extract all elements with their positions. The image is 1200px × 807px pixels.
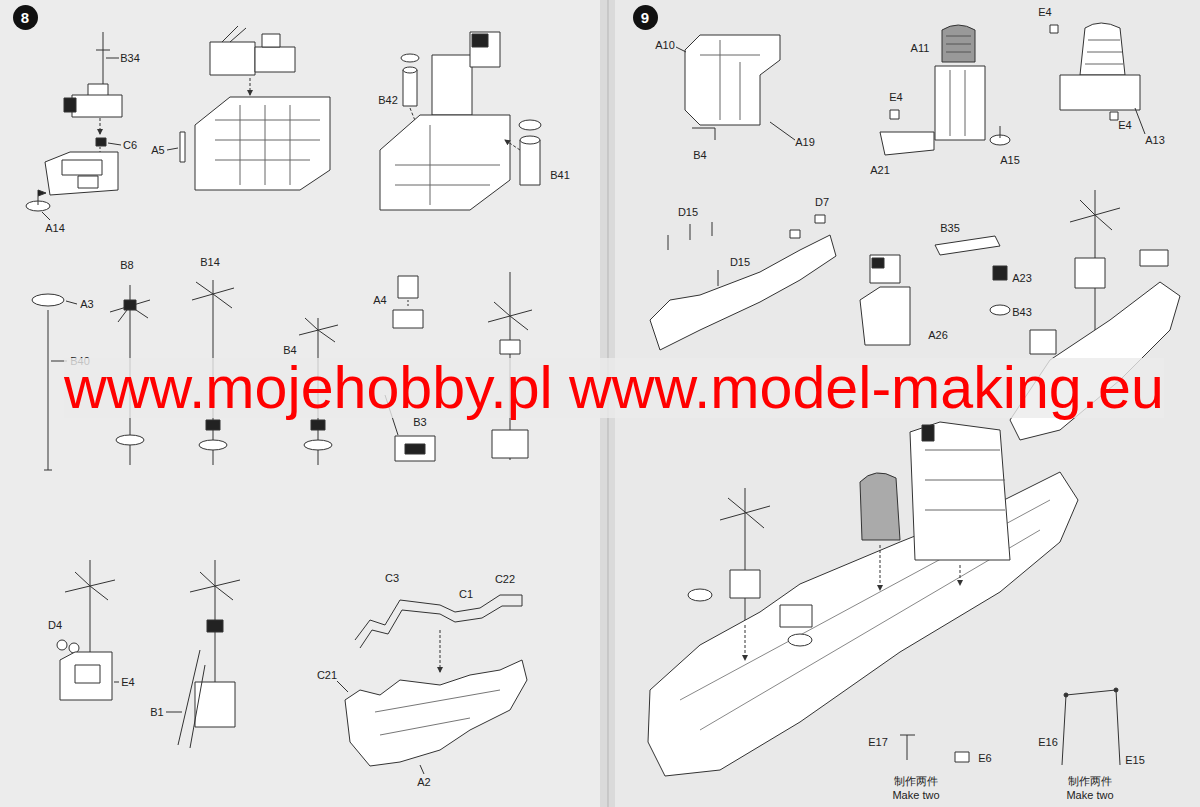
note-text: 制作两件 [1068, 775, 1112, 787]
part-number: E15 [1125, 754, 1145, 766]
part-number: C3 [385, 572, 399, 584]
part-number: B4 [693, 149, 706, 161]
part-number: B34 [120, 52, 140, 64]
step-number: 9 [633, 5, 658, 30]
step-number-text: 9 [641, 10, 649, 25]
note-text: Make two [892, 789, 939, 801]
part-number: C6 [123, 139, 137, 151]
step-number: 8 [13, 5, 38, 30]
part-number: E4 [1038, 6, 1051, 18]
part-number: A15 [1000, 154, 1020, 166]
step-number-text: 8 [21, 10, 29, 25]
part-number: A26 [928, 329, 948, 341]
part-number: E4 [1118, 119, 1131, 131]
part-number: A13 [1145, 134, 1165, 146]
part-number: B42 [378, 94, 398, 106]
part-number: E4 [121, 676, 134, 688]
part-number: A21 [870, 164, 890, 176]
part-number: D15 [678, 206, 698, 218]
part-number: A14 [45, 222, 65, 234]
part-number: B41 [550, 169, 570, 181]
part-number: B8 [120, 259, 133, 271]
part-number: E17 [868, 736, 888, 748]
part-number: E6 [978, 752, 991, 764]
watermark: www.mojehobby.pl www.model-making.eu [64, 358, 1164, 417]
part-number: D4 [48, 619, 62, 631]
note-text: Make two [1066, 789, 1113, 801]
part-number: A11 [911, 42, 930, 54]
part-number: D15 [730, 256, 750, 268]
part-number: A2 [417, 776, 430, 788]
part-number: B43 [1012, 306, 1032, 318]
part-number: B3 [413, 416, 426, 428]
part-number: D7 [815, 196, 829, 208]
part-number: B14 [200, 256, 220, 268]
part-number: B4 [283, 344, 296, 356]
part-number: A10 [655, 39, 675, 51]
part-number: A23 [1012, 272, 1032, 284]
part-number: C1 [459, 588, 473, 600]
part-number: A5 [151, 144, 164, 156]
part-number: E16 [1038, 736, 1058, 748]
note-text: 制作两件 [894, 775, 938, 787]
part-number: A3 [80, 298, 93, 310]
part-number: A19 [795, 136, 815, 148]
part-number: E4 [889, 91, 902, 103]
part-number: C21 [317, 669, 337, 681]
part-number: B1 [150, 706, 163, 718]
part-number: C22 [495, 573, 515, 585]
part-number: B35 [940, 222, 960, 234]
part-number: A4 [373, 294, 386, 306]
